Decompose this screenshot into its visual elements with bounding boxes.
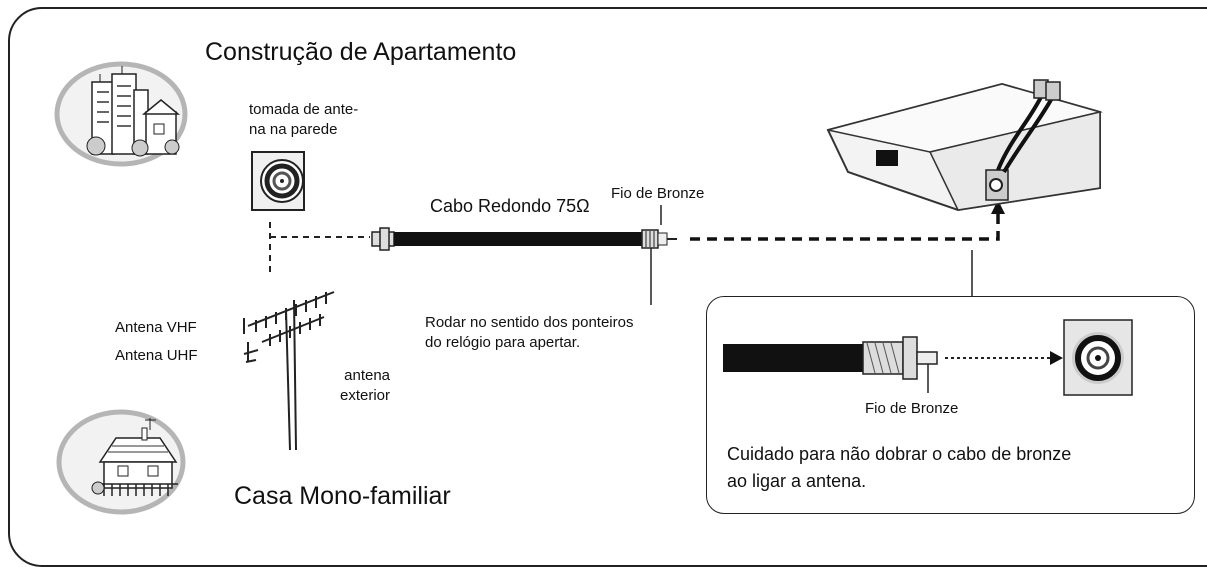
wall-socket-label: tomada de ante- na na parede [249,101,359,138]
bronze-wire-label: Fio de Bronze [611,185,705,202]
link-to-tv [690,200,1005,296]
apartment-icon [54,61,188,167]
tv-back-icon [826,79,1103,212]
arrow-head [1050,351,1063,365]
house-title: Casa Mono-familiar [234,482,451,510]
house-icon [56,409,186,515]
outdoor-antenna-label: antena exterior [340,367,391,404]
vhf-label: Antena VHF [115,319,197,336]
wall-socket-icon [251,151,305,211]
diagram-graphics [54,61,1103,515]
inset-bronze-wire-label: Fio de Bronze [865,400,959,417]
antenna-icon [243,291,335,451]
apartment-title: Construção de Apartamento [205,38,517,66]
uhf-label: Antena UHF [115,347,198,364]
caution-text: Cuidado para não dobrar o cabo de bronze… [727,444,1072,491]
caution-inset: Fio de Bronze Cuidado para não dobrar o … [706,296,1195,514]
inset-graphics [723,319,1133,396]
coax-cable-icon [371,205,677,305]
cable-closeup-icon [723,336,938,393]
rotate-instruction: Rodar no sentido dos ponteiros do relógi… [425,314,634,351]
socket-closeup-icon [1063,319,1133,396]
feed-lines [269,222,370,272]
cable-label: Cabo Redondo 75Ω [430,196,590,216]
